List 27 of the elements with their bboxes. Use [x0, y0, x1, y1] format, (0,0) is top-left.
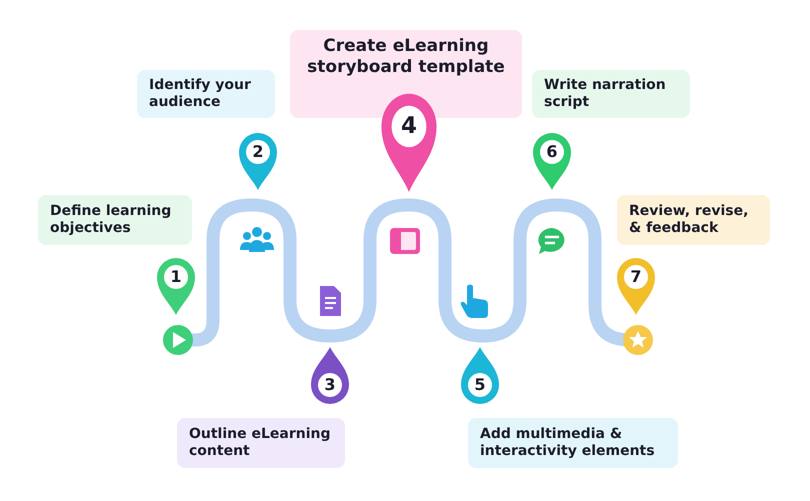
step-title: Write narration script	[544, 76, 667, 112]
step-number: 5	[473, 377, 487, 393]
step-number: 6	[545, 144, 559, 160]
map-pin	[380, 92, 438, 192]
map-pin	[532, 132, 572, 190]
step-number: 1	[169, 269, 183, 285]
text-card	[38, 195, 192, 245]
step-number: 7	[629, 269, 643, 285]
step-title: Add multimedia & interactivity elements	[480, 426, 656, 460]
map-pin	[460, 347, 500, 405]
map-pin	[616, 257, 656, 315]
step-title: Outline eLearning content	[189, 426, 332, 460]
step-title: Review, revise, & feedback	[629, 202, 750, 238]
map-pin	[156, 257, 196, 315]
step-number: 4	[400, 114, 418, 138]
step-number: 3	[323, 377, 337, 393]
step-title: Identify your audience	[149, 76, 252, 112]
step-title: Create eLearning storyboard template	[306, 36, 506, 78]
text-card	[468, 418, 678, 468]
map-pin	[238, 132, 278, 190]
text-card	[532, 70, 690, 118]
text-card	[617, 195, 770, 245]
text-card	[290, 30, 522, 118]
map-pin	[310, 347, 350, 405]
text-card	[137, 70, 275, 118]
step-number: 2	[251, 144, 265, 160]
step-title: Define learning objectives	[50, 202, 172, 238]
